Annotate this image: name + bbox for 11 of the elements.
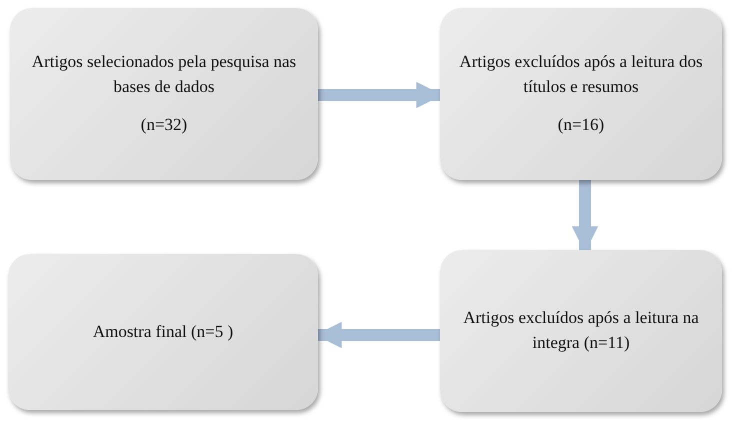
box-text: (n=32) <box>140 114 188 136</box>
box-text: Artigos excluídos após a leitura dos títulos e resumos <box>458 51 704 98</box>
process-box <box>8 254 318 410</box>
box-text: Artigos excluídos após a leitura na integra (n=11) <box>462 307 700 354</box>
box-text: Amostra final (n=5 ) <box>92 320 234 343</box>
box-text: (n=16) <box>558 114 604 136</box>
arrow <box>572 180 598 253</box>
process-box <box>440 250 722 412</box>
box-text: Artigos selecionados pela pesquisa nas bases de dados <box>30 51 298 98</box>
process-box <box>10 8 318 180</box>
process-box <box>440 8 722 180</box>
